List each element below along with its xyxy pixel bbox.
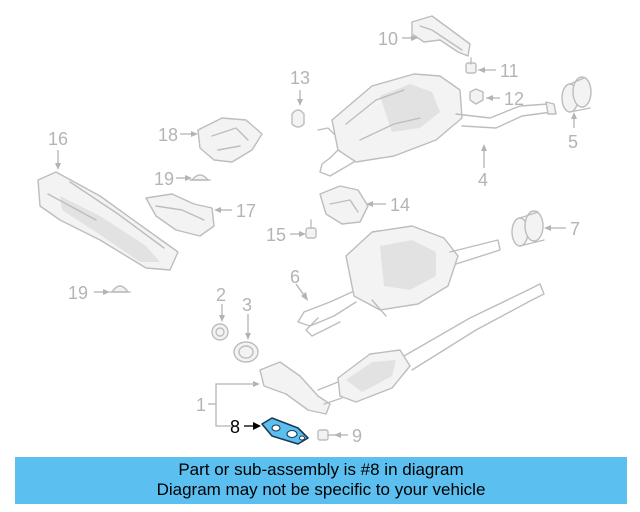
- part-11-bolt[interactable]: [465, 57, 477, 74]
- callout-12: 12: [504, 89, 524, 109]
- banner-line-1: Part or sub-assembly is #8 in diagram: [178, 460, 464, 479]
- part-19-upper-grommet[interactable]: [189, 174, 211, 181]
- callout-10: 10: [378, 29, 398, 49]
- part-9-bolt[interactable]: [317, 429, 337, 441]
- callout-11: 11: [500, 61, 519, 81]
- part-2-gasket[interactable]: [211, 323, 229, 341]
- callout-1: 1: [196, 395, 206, 415]
- callout-2: 2: [216, 285, 226, 305]
- part-19-lower-grommet[interactable]: [109, 285, 131, 293]
- callout-3: 3: [242, 295, 252, 315]
- part-13-hanger[interactable]: [291, 109, 305, 128]
- callout-9: 9: [352, 426, 362, 446]
- callout-5: 5: [568, 132, 578, 152]
- callout-16: 16: [48, 129, 68, 149]
- info-banner: Part or sub-assembly is #8 in diagram Di…: [15, 457, 627, 504]
- part-16-heat-shield[interactable]: [37, 171, 179, 271]
- part-14-mount[interactable]: [319, 185, 369, 225]
- callout-4: 4: [478, 170, 488, 190]
- part-1-front-pipe-converter[interactable]: [259, 283, 545, 415]
- part-17-heat-shield[interactable]: [145, 193, 215, 237]
- callout-7: 7: [570, 219, 580, 239]
- part-15-bolt[interactable]: [305, 219, 317, 239]
- part-18-bracket[interactable]: [197, 117, 263, 163]
- callout-14: 14: [390, 195, 410, 215]
- leader-lines: [55, 35, 577, 438]
- exhaust-parts-diagram: 10 11 12 13 5 4 18 16 19 17 14 15 7 6 19…: [37, 15, 592, 446]
- callout-6: 6: [290, 267, 300, 287]
- part-10-bracket[interactable]: [411, 15, 471, 57]
- part-12-nut[interactable]: [469, 88, 484, 105]
- callout-15: 15: [266, 225, 286, 245]
- callout-19-upper: 19: [154, 169, 174, 189]
- callout-18: 18: [158, 125, 178, 145]
- part-3-clamp[interactable]: [233, 341, 259, 363]
- part-6-center-muffler[interactable]: [297, 225, 501, 337]
- part-5-clamp[interactable]: [561, 76, 592, 113]
- callout-19-lower: 19: [68, 283, 88, 303]
- part-8-gasket[interactable]: [261, 417, 309, 445]
- callout-8: 8: [230, 417, 240, 437]
- callout-13: 13: [290, 68, 310, 88]
- callout-17: 17: [236, 201, 256, 221]
- part-7-clamp[interactable]: [511, 210, 545, 247]
- part-4-rear-muffler[interactable]: [317, 73, 557, 177]
- banner-line-2: Diagram may not be specific to your vehi…: [156, 480, 486, 499]
- callout-labels: 10 11 12 13 5 4 18 16 19 17 14 15 7 6 19…: [48, 29, 580, 446]
